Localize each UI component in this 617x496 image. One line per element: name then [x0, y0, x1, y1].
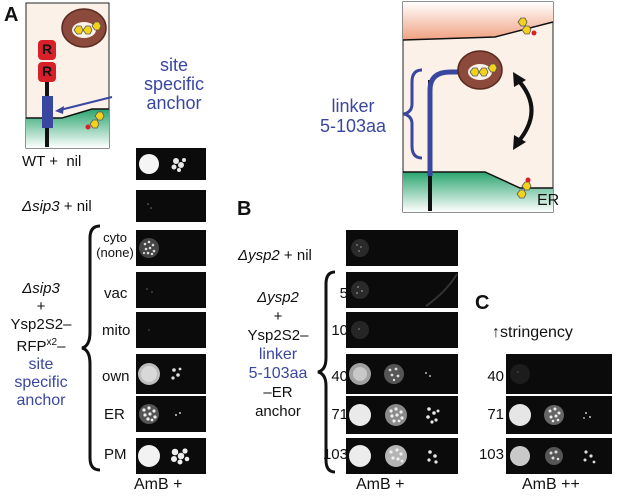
anchor-label: site specific anchor: [143, 55, 205, 113]
panel-letter-c: C: [475, 292, 490, 314]
row-label-b-10: 10: [331, 322, 348, 339]
spot-strip-pm: [136, 438, 206, 474]
r-label-1: R: [41, 41, 53, 57]
linker-label: linker 5-103aa: [319, 96, 387, 136]
row-label-c-71: 71: [487, 406, 504, 423]
spot-strip-b-10: [346, 312, 458, 348]
spot-strip-mito: [136, 312, 206, 348]
spot-strip-b-5: [346, 272, 458, 308]
row-label-b-71: 71: [331, 406, 348, 423]
spot-strip-cyto: [136, 230, 206, 266]
row-label-c-103: 103: [478, 446, 504, 463]
spot-strip-b-103: [346, 438, 458, 474]
diagram-right: [402, 1, 554, 213]
er-label: ER: [537, 192, 560, 209]
spot-strip-own: [136, 354, 206, 394]
r-label-2: R: [41, 63, 53, 79]
wt-row-label: WT + nil: [22, 153, 82, 170]
spot-strip-er: [136, 396, 206, 432]
row-label-cyto: cyto (none): [96, 230, 134, 260]
spot-strip-b-71: [346, 396, 458, 434]
spot-strip-vac: [136, 272, 206, 308]
spot-strip-c-40: [506, 354, 612, 394]
spot-strip-wt: [136, 148, 206, 180]
panel-b-strain-group: Δysp2 + Ysp2S2– linker 5-103aa –ER ancho…: [247, 289, 309, 420]
row-label-pm: PM: [104, 446, 127, 463]
panel-c-footer: AmB ++: [522, 476, 580, 493]
row-label-mito: mito: [102, 322, 131, 339]
spot-strip-c-71: [506, 396, 612, 434]
row-label-er: ER: [104, 406, 125, 423]
panel-a-footer: AmB +: [134, 476, 183, 493]
panel-b-brace: [317, 270, 336, 474]
panel-b-footer: AmB +: [356, 476, 405, 493]
row-label-c-40: 40: [487, 368, 504, 385]
row-label-own: own: [102, 368, 130, 385]
spot-strip-c-103: [506, 438, 612, 474]
panel-letter-a: A: [4, 4, 19, 26]
r-domain-2: [38, 62, 56, 82]
spot-strip-b-40: [346, 354, 458, 394]
diagram-left: [25, 2, 113, 149]
stringency-label: ↑stringency: [492, 324, 573, 341]
r-domain-1: [38, 40, 56, 60]
row-label-b-103: 103: [322, 446, 348, 463]
site-anchor-block: [42, 96, 53, 128]
panel-a-brace: [81, 224, 101, 472]
dysp2-row-label: Δysp2 + nil: [238, 247, 312, 264]
spot-strip-b-nil: [346, 230, 458, 266]
row-label-b-40: 40: [331, 368, 348, 385]
row-label-vac: vac: [104, 285, 128, 302]
panel-a-strain-group: Δsip3 + Ysp2S2– RFPx2– site specific anc…: [10, 280, 72, 409]
dsip3-row-label: Δsip3 + nil: [22, 198, 92, 215]
panel-letter-b: B: [237, 198, 252, 220]
spot-strip-dsip3: [136, 190, 206, 222]
row-label-b-5: 5: [339, 285, 348, 302]
